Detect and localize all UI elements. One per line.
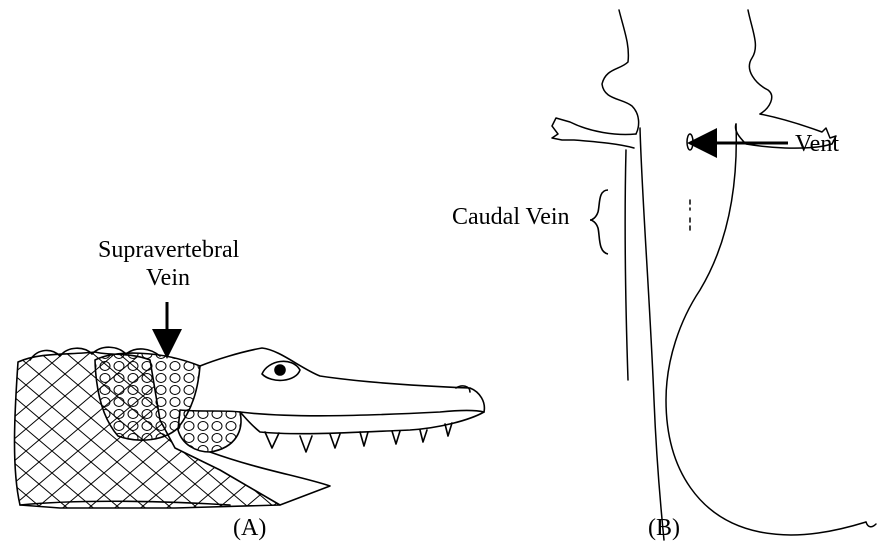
caudal-vein-bracket [590, 190, 608, 254]
panel-a-label: (A) [233, 514, 266, 542]
tail-left-edge [640, 128, 664, 540]
throat-scales [178, 410, 241, 452]
supravertebral-label-line2: Vein [98, 264, 238, 292]
tail-right-edge [666, 124, 866, 535]
jaw-line [240, 411, 484, 416]
tail-drawing [552, 10, 876, 540]
left-hind-leg [552, 118, 636, 148]
supravertebral-label-line1: Supravertebral [98, 236, 238, 264]
caudal-vein-label: Caudal Vein [452, 203, 570, 231]
teeth [265, 423, 452, 452]
eye [275, 365, 285, 375]
nostril [456, 386, 470, 392]
right-body-edge [748, 10, 772, 114]
vent [687, 134, 693, 150]
vent-label: Vent [795, 130, 839, 158]
tail-inner-left [625, 150, 628, 380]
tail-tip [866, 522, 876, 527]
left-body-edge [602, 10, 639, 134]
head-upper-outline [200, 348, 484, 434]
alligator-drawing [15, 347, 485, 508]
panel-b-label: (B) [648, 514, 680, 542]
supravertebral-label: Supravertebral Vein [98, 236, 238, 292]
